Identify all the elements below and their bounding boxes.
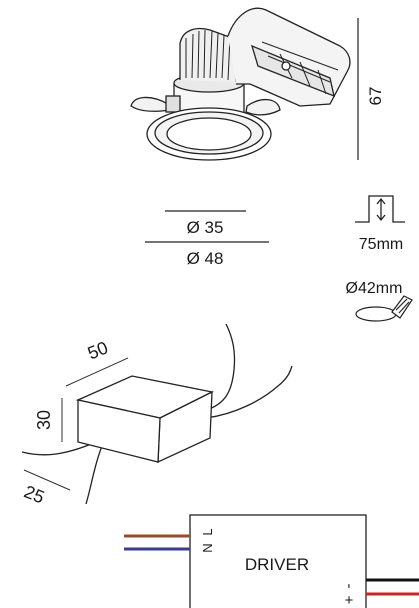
driver-label: DRIVER	[245, 555, 309, 574]
driver-wiring-block: L N DRIVER - +	[124, 514, 419, 608]
recess-depth-value: 75mm	[359, 236, 403, 253]
driver-width-value: 25	[21, 481, 47, 507]
inner-diameter-value: Ø 35	[187, 218, 224, 237]
cutout-diameter-value: Ø42mm	[346, 280, 403, 297]
recess-depth-icon	[355, 195, 405, 223]
driver-height-value: 30	[34, 410, 54, 430]
height-value: 67	[366, 87, 385, 106]
live-terminal-label: L	[200, 528, 215, 535]
downlight-fixture-illustration	[130, 7, 351, 161]
negative-terminal-label: -	[340, 584, 357, 589]
outer-diameter-value: Ø 48	[187, 249, 224, 268]
driver-block-outline	[189, 514, 367, 608]
neutral-terminal-label: N	[200, 543, 215, 552]
driver-length-value: 50	[85, 337, 111, 363]
driver-box-dimension-lines	[23, 357, 129, 491]
positive-terminal-label: +	[345, 592, 354, 608]
cutout-saw-icon	[355, 295, 413, 322]
driver-box-illustration	[21, 323, 293, 505]
